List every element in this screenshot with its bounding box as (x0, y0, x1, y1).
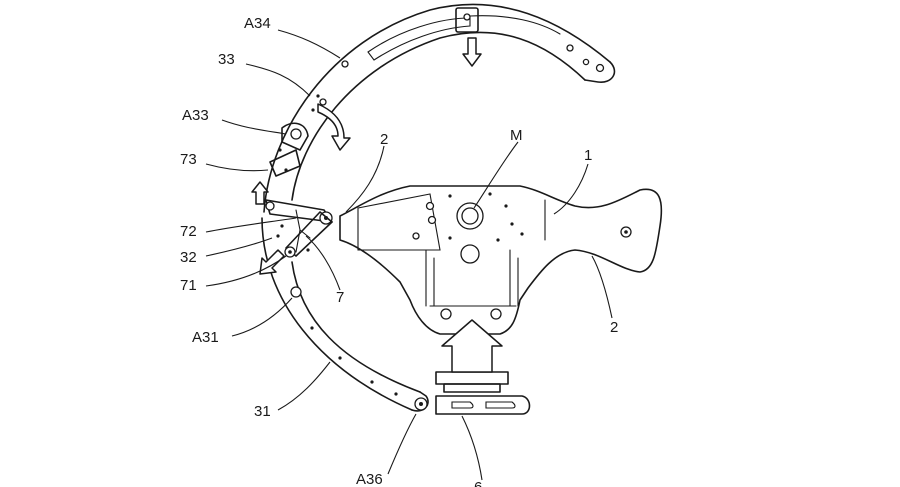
label-2-right: 2 (610, 319, 618, 336)
label-2-top: 2 (380, 131, 388, 148)
down-left-arrow (259, 249, 285, 275)
linkage-mechanism (265, 199, 333, 258)
label-31: 31 (254, 403, 271, 420)
label-a31: A31 (192, 329, 219, 346)
label-m: M (510, 127, 523, 144)
label-32: 32 (180, 249, 197, 266)
label-a36: A36 (356, 471, 383, 487)
label-71: 71 (180, 277, 197, 294)
label-7: 7 (336, 289, 344, 306)
up-arrow-small (251, 181, 269, 205)
label-33: 33 (218, 51, 235, 68)
rim-upper-segment (263, 3, 616, 213)
label-a33: A33 (182, 107, 209, 124)
label-6: 6 (474, 479, 482, 487)
bottom-adjuster (435, 371, 531, 415)
hub-plate (339, 185, 663, 335)
label-72: 72 (180, 223, 197, 240)
rim-lower-segment (261, 217, 429, 412)
label-a34: A34 (244, 15, 271, 32)
hinge-a33 (269, 122, 309, 177)
label-1: 1 (584, 147, 592, 164)
label-73: 73 (180, 151, 197, 168)
reference-labels: A34 33 A33 73 72 32 71 A31 31 A36 7 2 M … (180, 15, 618, 487)
up-arrow-large (441, 319, 503, 373)
down-arrow-top (462, 37, 482, 67)
curved-arrow-right (317, 103, 351, 151)
leader-lines (205, 29, 613, 481)
